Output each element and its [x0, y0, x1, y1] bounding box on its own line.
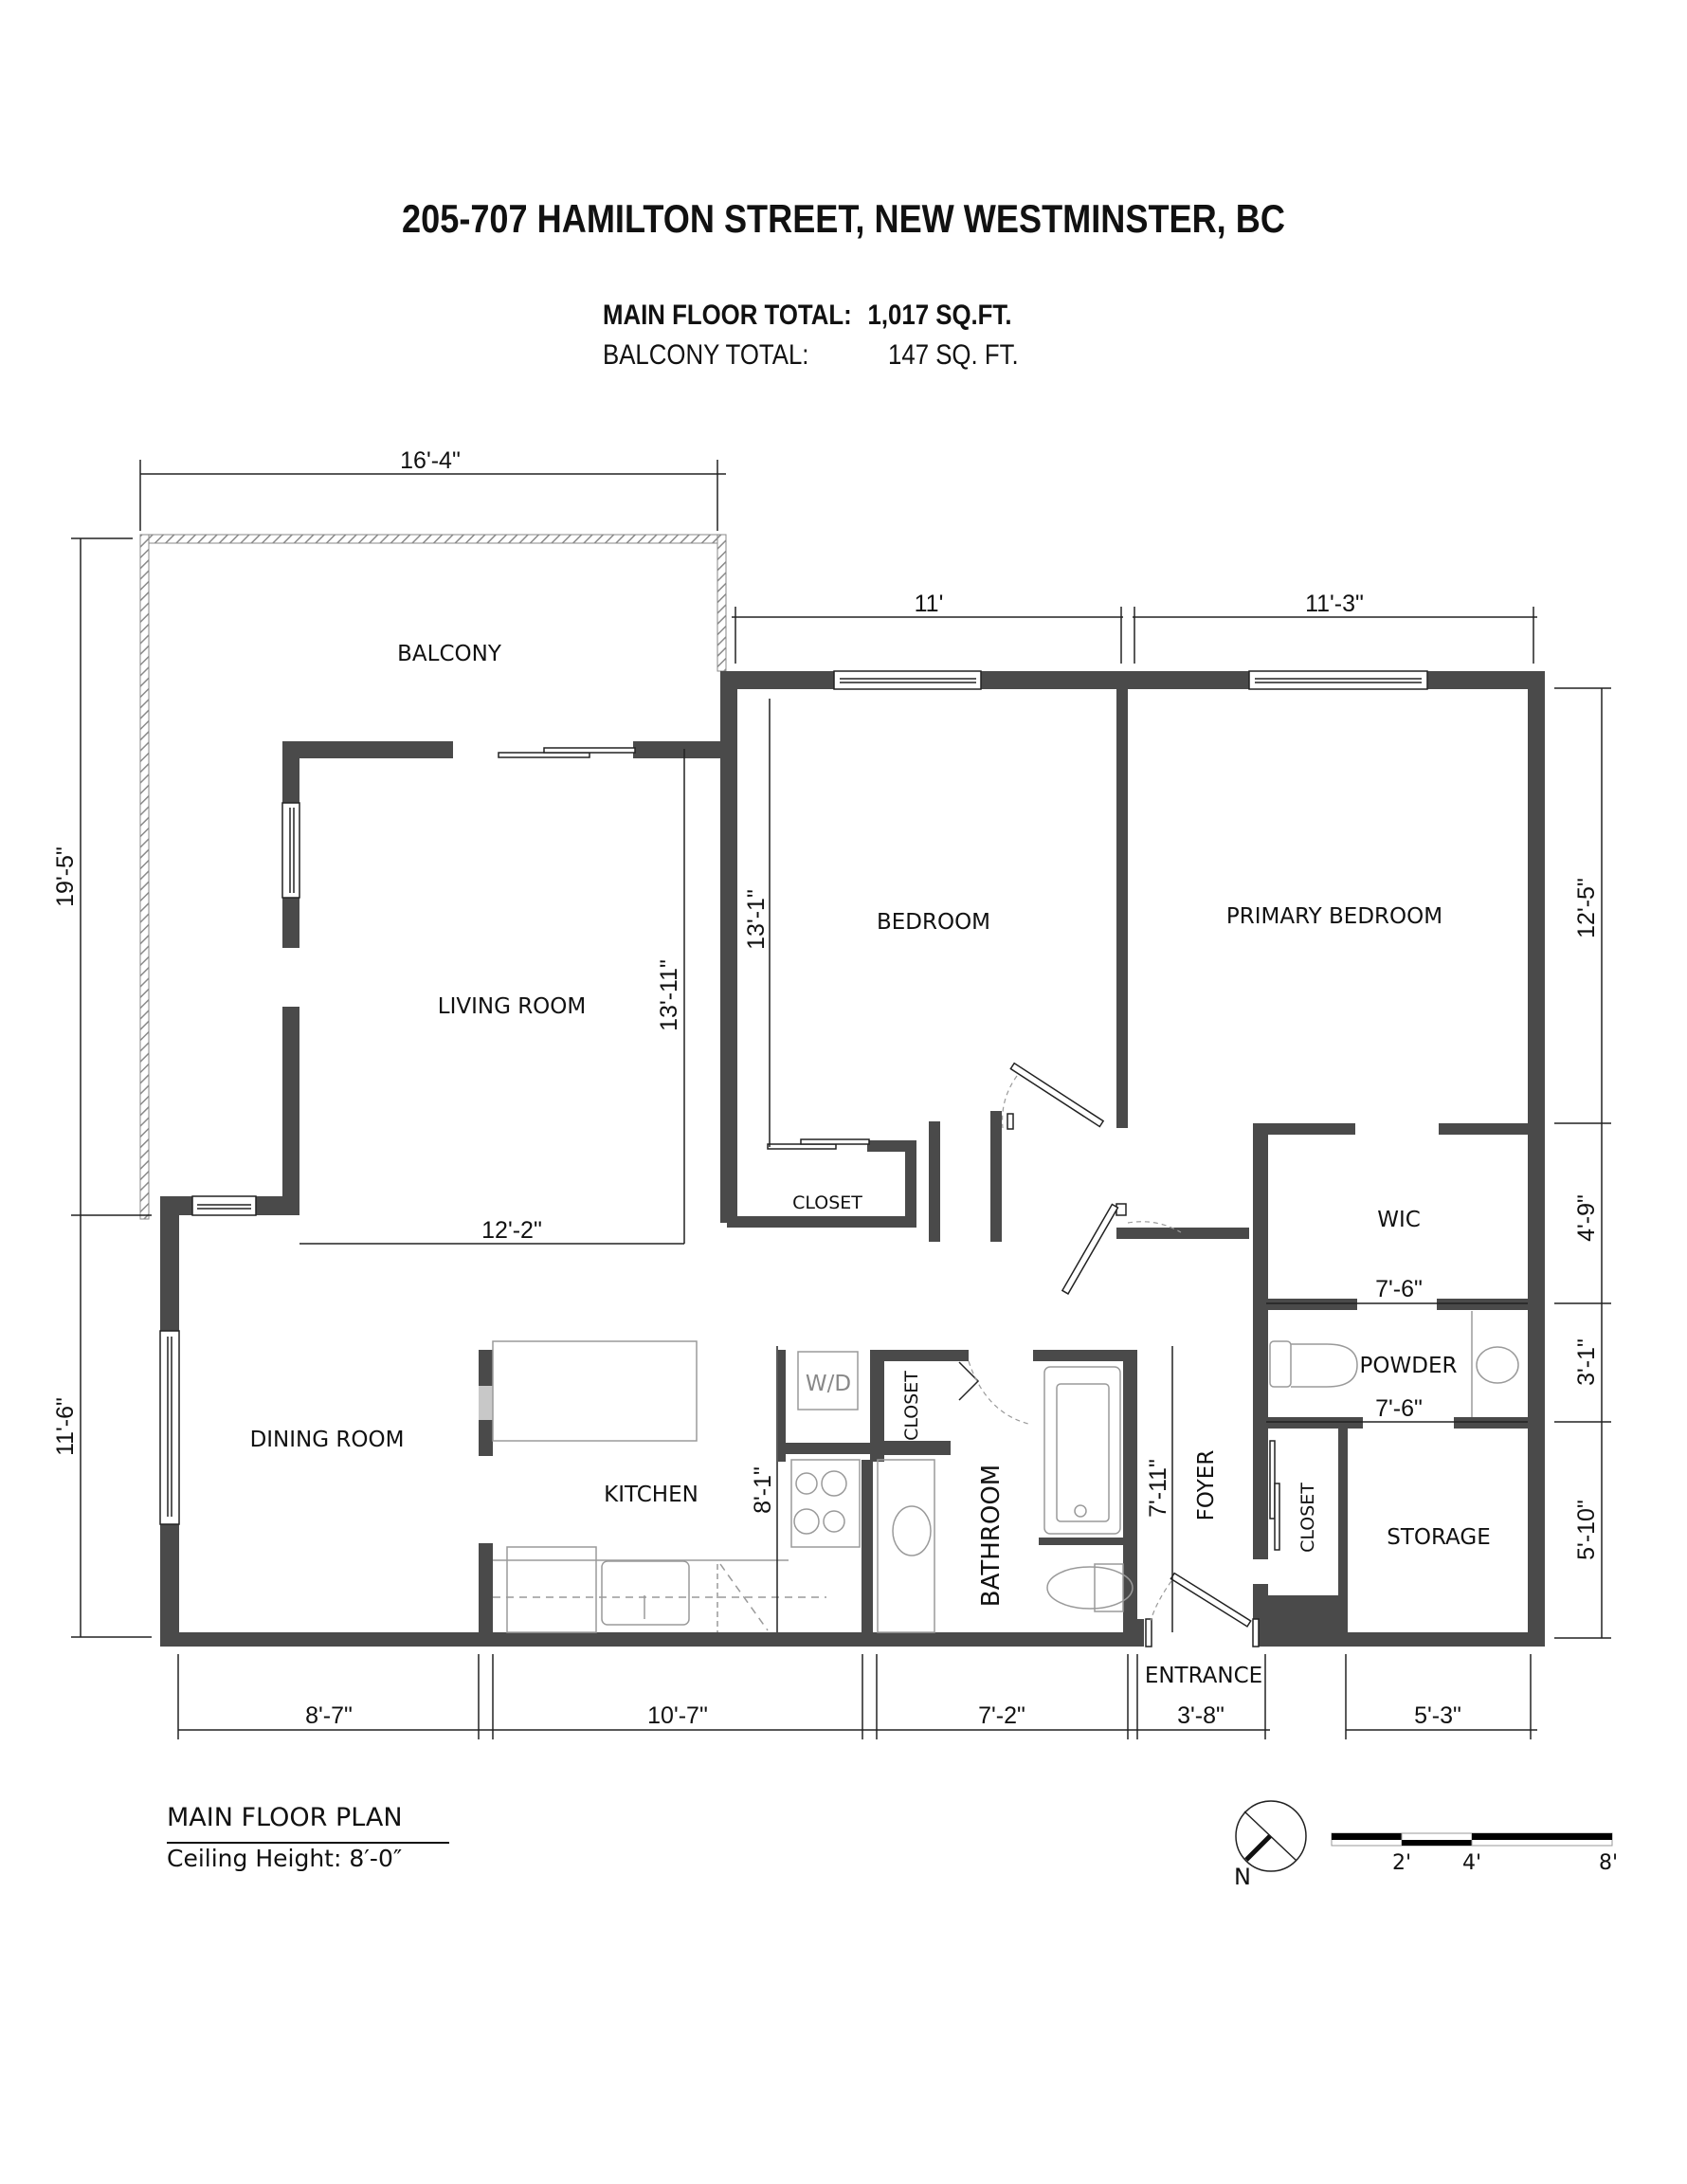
dim-primary-width: 11'-3"	[1305, 591, 1364, 617]
dim-living-width: 12'-2"	[481, 1217, 542, 1244]
kitchen-sink	[601, 1560, 690, 1626]
dimension-lines	[71, 460, 1611, 1739]
door-swing-arcs	[968, 1075, 1182, 1622]
compass-circle-icon	[1235, 1800, 1307, 1872]
label-wic: WIC	[1377, 1208, 1421, 1232]
dim-living-depth: 13'-11"	[656, 959, 682, 1031]
label-storage: STORAGE	[1387, 1525, 1491, 1550]
dim-powder-depth: 3'-1"	[1573, 1338, 1600, 1386]
north-compass: N	[1234, 1800, 1307, 1890]
island-wall-detail	[479, 1386, 493, 1420]
label-bedroom-closet: CLOSET	[792, 1192, 862, 1213]
label-wd: W/D	[806, 1372, 851, 1396]
dimension-labels: 16'-4" 11' 11'-3" 19'-5" 11'-6" 13'-11" …	[52, 447, 1600, 1729]
plan-title-rule	[167, 1842, 449, 1844]
dim-bedroom-width: 11'	[915, 591, 944, 617]
stove	[790, 1459, 861, 1548]
swing-doors	[958, 1062, 1260, 1647]
walls	[160, 671, 1545, 1647]
washer-dryer	[797, 1351, 859, 1410]
label-powder: POWDER	[1360, 1354, 1458, 1378]
bathroom-sink	[892, 1505, 932, 1556]
dim-primary-depth: 12'-5"	[1573, 878, 1600, 938]
area-totals: MAIN FLOOR TOTAL: 1,017 SQ.FT. BALCONY T…	[603, 296, 1019, 375]
dim-balcony-depth: 19'-5"	[52, 846, 79, 907]
windows	[159, 670, 1428, 1525]
compass-north-label: N	[1234, 1864, 1251, 1890]
balcony-total-value: 147 SQ. FT.	[888, 339, 1019, 371]
label-dining-room: DINING ROOM	[250, 1428, 405, 1452]
dishwasher	[506, 1546, 597, 1633]
label-foyer: FOYER	[1194, 1450, 1219, 1521]
balcony-total-row: BALCONY TOTAL: 147 SQ. FT.	[603, 336, 1019, 375]
dim-storage-depth: 5'-10"	[1573, 1500, 1600, 1560]
bathtub	[1043, 1366, 1121, 1535]
dim-bedroom-depth: 13'-1"	[743, 889, 770, 950]
label-primary-bedroom: PRIMARY BEDROOM	[1226, 904, 1442, 929]
dim-bottom-entrance: 3'-8"	[1177, 1702, 1224, 1729]
scale-tick-8: 8'	[1599, 1851, 1618, 1875]
balcony-total-label: BALCONY TOTAL:	[603, 339, 809, 371]
main-floor-total-label: MAIN FLOOR TOTAL:	[603, 300, 852, 331]
label-balcony: BALCONY	[397, 642, 502, 666]
dim-wic-depth: 4'-9"	[1573, 1194, 1600, 1242]
label-entrance: ENTRANCE	[1145, 1664, 1262, 1688]
powder-toilet	[1291, 1343, 1358, 1388]
room-labels: BALCONY LIVING ROOM BEDROOM PRIMARY BEDR…	[250, 642, 1491, 1688]
dim-bottom-dining: 8'-7"	[305, 1702, 353, 1729]
powder-sink	[1476, 1346, 1519, 1384]
label-living-room: LIVING ROOM	[438, 994, 587, 1019]
kitchen-island	[492, 1340, 698, 1442]
dim-kitchen-depth: 8'-1"	[750, 1466, 776, 1514]
scale-tick-2: 2'	[1392, 1851, 1411, 1875]
north-arrow-icon	[1244, 1834, 1272, 1862]
dim-bottom-bathroom: 7'-2"	[978, 1702, 1025, 1729]
scale-tick-4: 4'	[1462, 1851, 1481, 1875]
label-hall-closet: CLOSET	[901, 1371, 922, 1441]
main-floor-total-row: MAIN FLOOR TOTAL: 1,017 SQ.FT.	[603, 296, 1019, 336]
label-kitchen: KITCHEN	[604, 1483, 698, 1507]
dim-powder-width: 7'-6"	[1375, 1395, 1423, 1422]
sliding-doors	[498, 747, 1280, 1551]
bathroom-toilet	[1046, 1566, 1134, 1610]
page-title: 205-707 HAMILTON STREET, NEW WESTMINSTER…	[402, 196, 1285, 241]
dim-wic-width: 7'-6"	[1375, 1276, 1423, 1302]
main-floor-total-value: 1,017 SQ.FT.	[867, 300, 1012, 331]
label-foyer-closet: CLOSET	[1297, 1483, 1318, 1553]
fixtures	[492, 1311, 1519, 1633]
plan-title: MAIN FLOOR PLAN	[167, 1803, 403, 1832]
dim-foyer-depth: 7'-11"	[1145, 1459, 1171, 1518]
label-bathroom: BATHROOM	[977, 1465, 1006, 1607]
dim-balcony-width: 16'-4"	[400, 447, 461, 474]
dim-bottom-storage: 5'-3"	[1414, 1702, 1461, 1729]
dim-bottom-kitchen: 10'-7"	[647, 1702, 708, 1729]
scale-bar: 2' 4' 8'	[1331, 1832, 1618, 1875]
balcony-railing	[139, 534, 727, 1220]
dim-dining-depth: 11'-6"	[52, 1397, 79, 1456]
ceiling-height: Ceiling Height: 8′-0″	[167, 1845, 403, 1872]
label-bedroom: BEDROOM	[877, 910, 990, 935]
